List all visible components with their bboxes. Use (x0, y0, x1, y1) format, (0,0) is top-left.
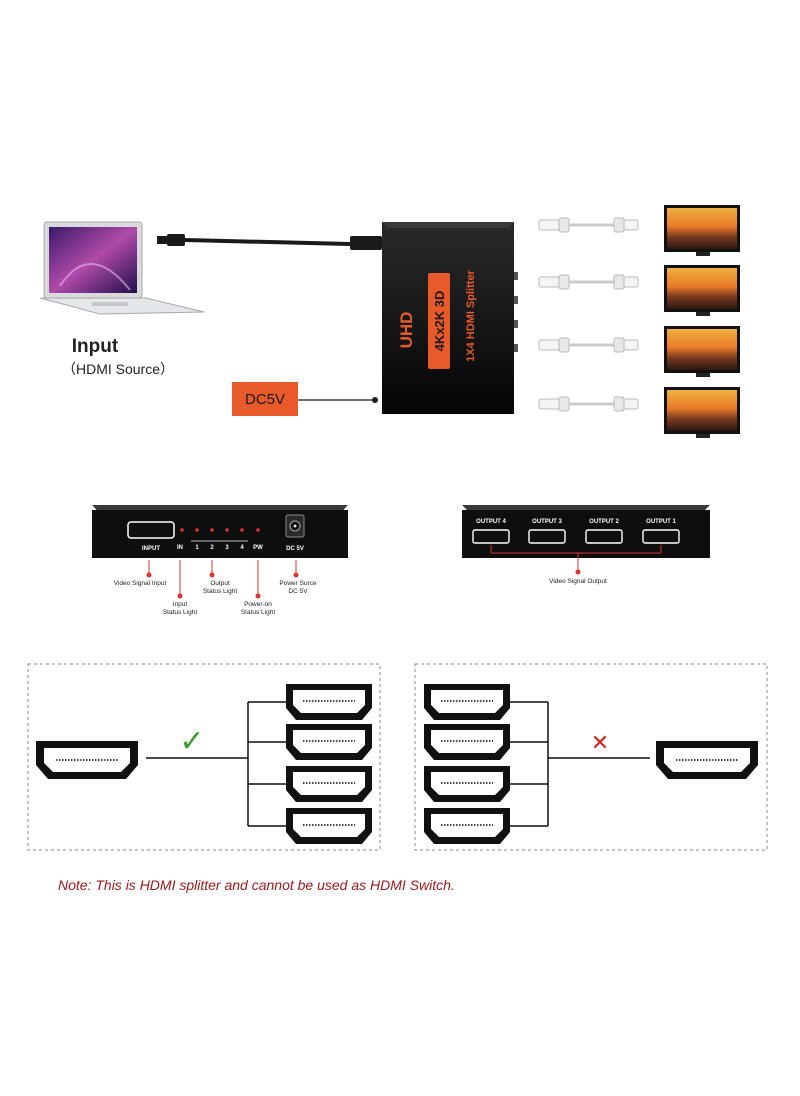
callout-video-output: Video Signal Output (549, 578, 607, 585)
hdmi-connector-out-2 (286, 724, 372, 760)
hdmi-connector-out-4 (286, 808, 372, 844)
callout-output-status-2: Status Light (203, 588, 238, 595)
input-subtitle: （HDMI Source） (62, 361, 174, 377)
back-port-label-4: OUTPUT 4 (476, 519, 506, 525)
output-cable-1 (538, 217, 639, 233)
back-panel: OUTPUT 4 OUTPUT 3 OUTPUT 2 OUTPUT 1 (462, 505, 710, 558)
switch-branch-lines (510, 701, 650, 827)
splitter-spec: 4Kx2K 3D (432, 291, 447, 352)
hdmi-output-port-4 (472, 529, 510, 544)
switch-usage-box (414, 663, 768, 851)
callout-input-status-2: Status Light (163, 609, 198, 616)
indicator-3: 3 (225, 545, 229, 551)
output-cable-4 (538, 396, 639, 412)
front-dc-label: DC 5V (286, 546, 304, 552)
tv-icon-3 (664, 326, 740, 377)
laptop-icon (39, 221, 205, 315)
callout-input-status-1: Input (173, 601, 188, 608)
indicator-1: 1 (195, 545, 199, 551)
dc5v-power-label: DC5V (232, 382, 378, 416)
hdmi-connector-out-1 (286, 684, 372, 720)
hdmi-connector-in-4 (424, 808, 510, 844)
splitter-note: Note: This is HDMI splitter and cannot b… (58, 877, 455, 893)
callout-power-source-1: Power Surce (279, 580, 317, 587)
hdmi-output-port-2 (585, 529, 623, 544)
output-cable-3 (538, 337, 639, 353)
hdmi-input-cable (157, 234, 382, 250)
cross-mark-icon: ✕ (591, 731, 609, 756)
splitter-device: UHD 4Kx2K 3D 1X4 HDMI Splitter (382, 222, 518, 414)
back-port-label-3: OUTPUT 3 (532, 519, 562, 525)
hdmi-connector-out-3 (286, 766, 372, 802)
tv-icon-4 (664, 387, 740, 438)
splitter-brand: UHD (397, 312, 416, 349)
indicator-2: 2 (210, 545, 214, 551)
tv-icon-2 (664, 265, 740, 316)
callout-power-status-2: Status Light (241, 609, 276, 616)
indicator-4: 4 (240, 545, 244, 551)
back-port-label-2: OUTPUT 2 (589, 519, 619, 525)
check-mark-icon: ✓ (179, 724, 204, 759)
callout-video-input: Video Signal Input (114, 580, 167, 587)
hdmi-input-port (127, 521, 175, 539)
callout-power-status-1: Power-on (244, 601, 272, 608)
indicator-pw: PW (253, 545, 263, 551)
hdmi-connector-target (656, 741, 758, 779)
splitter-branch-lines (247, 701, 286, 827)
front-callouts (146, 560, 299, 599)
back-port-label-1: OUTPUT 1 (646, 519, 676, 525)
callout-power-source-2: DC 5V (288, 588, 308, 595)
callout-output-status-1: Output (210, 580, 230, 587)
splitter-usage-box (27, 663, 381, 851)
back-callout-bracket (490, 545, 662, 575)
hdmi-connector-source (36, 741, 138, 779)
hdmi-output-port-3 (528, 529, 566, 544)
splitter-model: 1X4 HDMI Splitter (465, 269, 477, 361)
tv-icon-1 (664, 205, 740, 256)
power-label: DC5V (245, 391, 285, 408)
front-port-label: INPUT (142, 546, 160, 552)
hdmi-connector-in-3 (424, 766, 510, 802)
front-panel: INPUT IN 1 2 3 4 PW DC 5V (92, 505, 348, 558)
hdmi-connector-in-1 (424, 684, 510, 720)
hdmi-output-port-1 (642, 529, 680, 544)
output-cable-2 (538, 274, 639, 290)
indicator-in: IN (177, 545, 183, 551)
hdmi-connector-in-2 (424, 724, 510, 760)
input-title: Input (72, 336, 119, 357)
